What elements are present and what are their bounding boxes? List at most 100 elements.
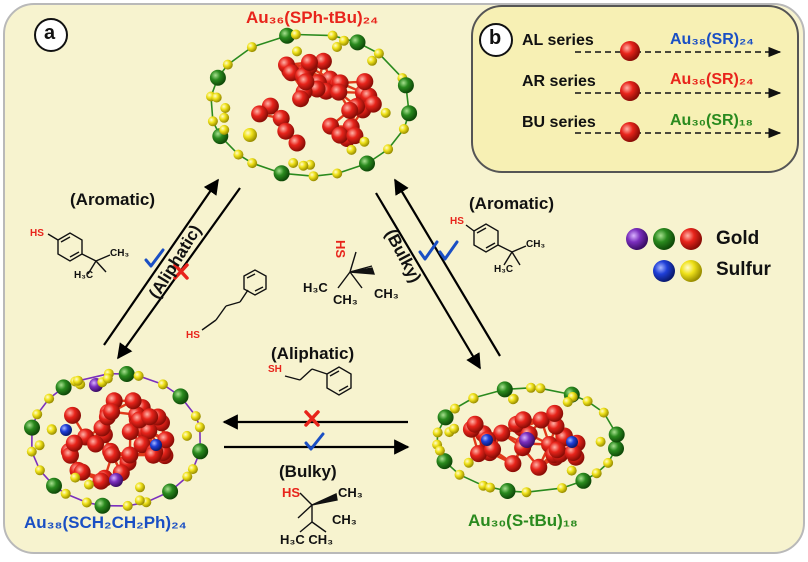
red-atom: [546, 405, 563, 422]
red-atom: [121, 447, 138, 464]
yellow-atom: [522, 487, 532, 497]
red-atom: [103, 403, 120, 420]
yellow-atom: [464, 458, 474, 468]
reaction-label-right-up: (Aromatic): [469, 194, 554, 214]
yellow-atom: [208, 116, 218, 126]
cluster-top-title: Au₃₆(SPh-tBu)₂₄: [246, 8, 378, 28]
yellow-atom: [123, 501, 133, 511]
blue-atom: [566, 436, 578, 448]
yellow-atom: [557, 483, 567, 493]
green-atom: [24, 420, 40, 436]
yellow-atom: [35, 440, 45, 450]
yellow-atom: [485, 483, 495, 493]
green-atom: [608, 441, 624, 457]
panel-b-label: b: [489, 27, 501, 50]
yellow-atom: [223, 60, 233, 70]
red-atom: [251, 105, 268, 122]
yellow-atom: [103, 374, 113, 384]
green-atom: [162, 484, 178, 500]
red-atom: [301, 54, 318, 71]
yellow-atom: [367, 56, 377, 66]
green-atom: [401, 105, 417, 121]
yellow-atom: [135, 495, 145, 505]
yellow-atom: [359, 137, 369, 147]
green-atom: [119, 366, 135, 382]
bu-series-dot: [620, 122, 640, 142]
red-atom: [365, 96, 382, 113]
red-atom: [515, 411, 532, 428]
yellow-atom: [212, 93, 222, 103]
yellow-atom: [332, 169, 342, 179]
gold-green-atom: [653, 228, 675, 250]
blue-atom: [60, 424, 72, 436]
yellow-atom: [383, 144, 393, 154]
yellow-atom: [191, 411, 201, 421]
yellow-atom: [73, 376, 83, 386]
green-atom: [398, 77, 414, 93]
green-atom: [46, 478, 62, 494]
chem-ch3-bottom-b: CH₃: [332, 512, 357, 527]
red-atom: [467, 416, 484, 433]
chem-sh-bottom: SH: [268, 364, 282, 375]
yellow-atom: [27, 447, 37, 457]
yellow-atom: [32, 409, 42, 419]
yellow-atom: [233, 150, 243, 160]
red-atom: [530, 459, 547, 476]
red-atom: [504, 455, 521, 472]
red-atom: [549, 441, 566, 458]
red-atom: [331, 127, 348, 144]
legend-sulfur-label: Sulfur: [716, 259, 771, 281]
green-atom: [56, 379, 72, 395]
yellow-atom: [563, 397, 573, 407]
yellow-atom: [47, 425, 57, 435]
red-atom: [330, 84, 347, 101]
yellow-atom: [84, 480, 94, 490]
yellow-atom: [292, 46, 302, 56]
chem-sh-right: HS: [450, 216, 464, 227]
yellow-atom: [526, 383, 536, 393]
red-atom: [292, 90, 309, 107]
yellow-atom: [347, 145, 357, 155]
yellow-atom: [195, 422, 205, 432]
yellow-atom: [508, 394, 518, 404]
red-atom: [64, 407, 81, 424]
al-series-product: Au₃₈(SR)₂₄: [670, 31, 754, 49]
green-atom: [609, 427, 625, 443]
yellow-atom: [567, 466, 577, 476]
yellow-atom: [433, 428, 443, 438]
yellow-atom: [435, 446, 445, 456]
sulfur-blue-atom: [653, 260, 675, 282]
yellow-atom: [219, 113, 229, 123]
gold-purple-atom: [626, 228, 648, 250]
chem-ch3-middle-a: CH₃: [333, 292, 358, 307]
yellow-atom: [583, 396, 593, 406]
green-atom: [173, 388, 189, 404]
yellow-atom: [298, 161, 308, 171]
ar-series-label: AR series: [522, 73, 596, 91]
green-atom: [210, 70, 226, 86]
red-atom: [141, 408, 158, 425]
green-atom: [350, 34, 366, 50]
red-atom: [93, 473, 110, 490]
yellow-atom: [220, 103, 230, 113]
blue-atom: [481, 434, 493, 446]
chem-h3c-left: H₃C: [74, 270, 93, 281]
green-atom: [437, 453, 453, 469]
green-atom: [359, 156, 375, 172]
red-atom: [66, 435, 83, 452]
yellow-atom: [455, 470, 465, 480]
red-atom: [104, 446, 121, 463]
yellow-atom: [247, 158, 257, 168]
yellow-atom: [70, 473, 80, 483]
sulfur-yellow-atom: [680, 260, 702, 282]
gold-red-atom: [680, 228, 702, 250]
yellow-atom: [599, 408, 609, 418]
chem-h3c-bottom: H₃C CH₃: [280, 532, 333, 547]
legend-gold-label: Gold: [716, 228, 759, 250]
bond: [296, 35, 333, 36]
cluster-right-title: Au₃₀(S-tBu)₁₈: [468, 511, 578, 531]
chem-ch3-right: CH₃: [526, 239, 545, 250]
yellow-atom: [182, 431, 192, 441]
yellow-atom: [44, 394, 54, 404]
